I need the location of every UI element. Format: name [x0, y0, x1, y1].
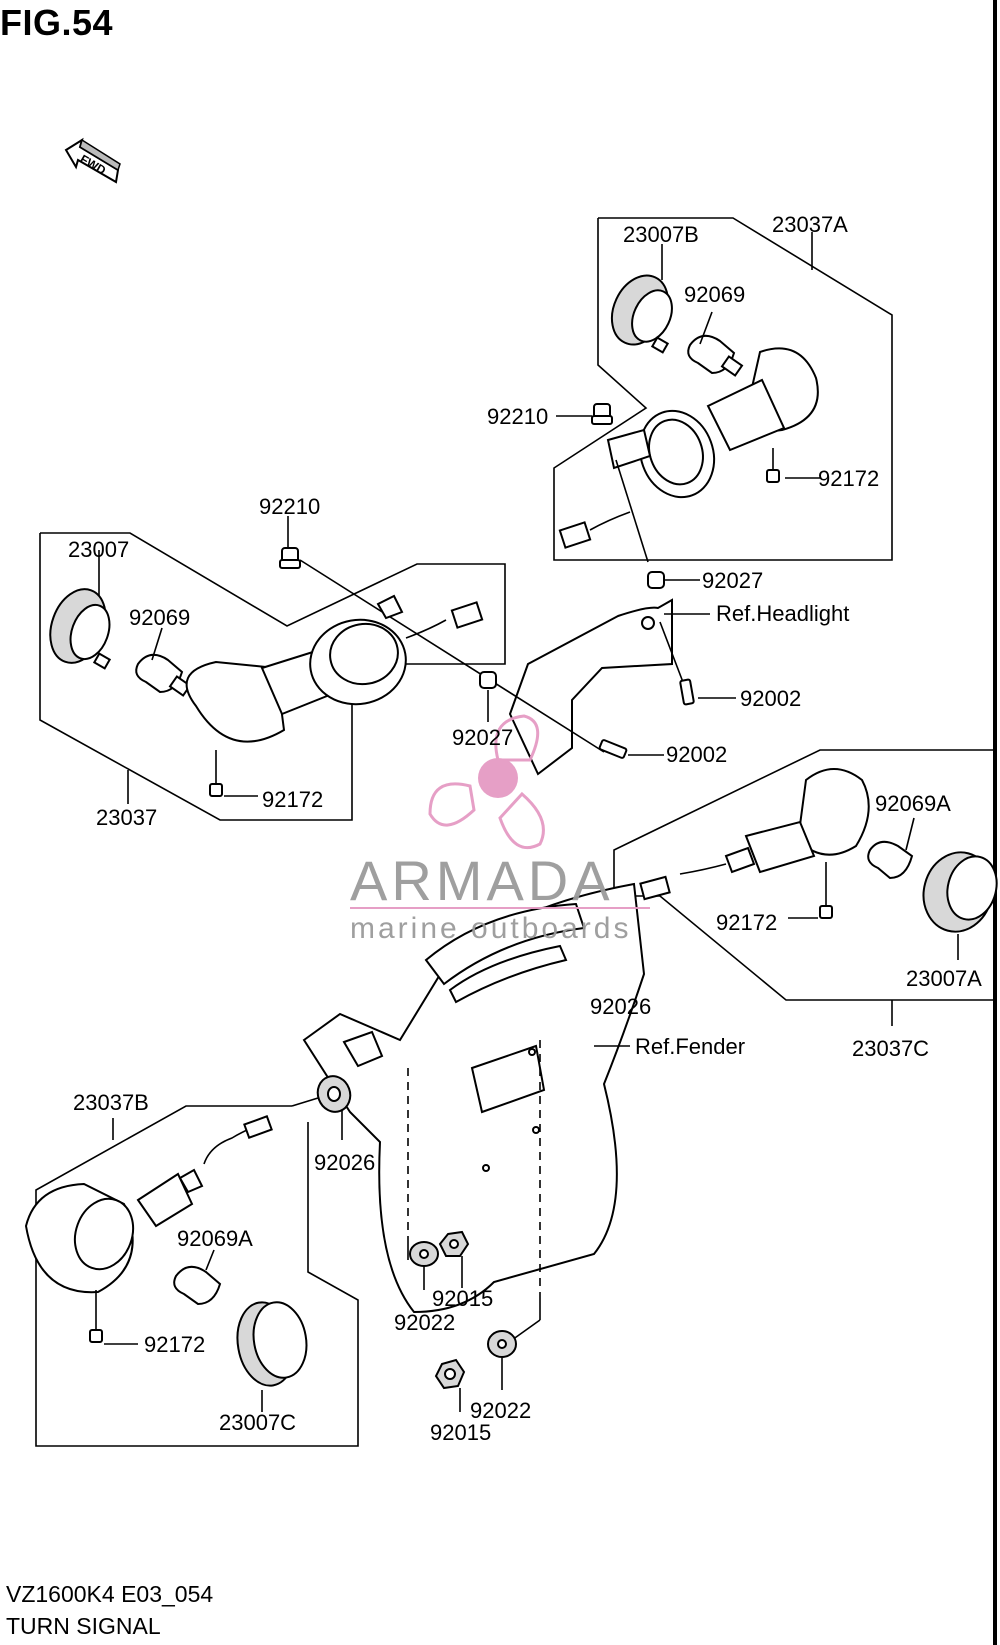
washer-92022-b — [487, 1330, 517, 1358]
nut-92210-top — [591, 403, 613, 425]
figure-title: FIG.54 — [0, 2, 114, 43]
forward-arrow-icon: FWD — [64, 137, 121, 184]
signal-body-left — [185, 594, 484, 743]
label-92069-top: 92069 — [684, 282, 745, 307]
diagram-name: TURN SIGNAL — [6, 1613, 161, 1639]
label-23007: 23007 — [68, 537, 129, 562]
lens-23007C — [236, 1301, 308, 1387]
nut-92015-a — [438, 1230, 470, 1257]
screw-92172-bl — [89, 1290, 103, 1343]
bulb-92069A-left — [173, 1265, 222, 1306]
label-23037: 23037 — [96, 805, 157, 830]
label-92210-left: 92210 — [259, 494, 320, 519]
propeller-logo-icon — [428, 714, 545, 850]
turn-signal-assembly-front-left — [39, 516, 506, 821]
label-92069-left: 92069 — [129, 605, 190, 630]
label-92027-mid: 92027 — [452, 725, 513, 750]
screw-92172-top — [766, 448, 780, 483]
label-92210-top: 92210 — [487, 404, 548, 429]
label-92172-left: 92172 — [262, 787, 323, 812]
bolt-92002-b — [598, 739, 628, 759]
label-92026-left: 92026 — [314, 1150, 375, 1175]
lens-23007A — [922, 851, 998, 933]
turn-signal-assembly-front-right — [553, 217, 893, 563]
lens-23007B — [610, 274, 673, 354]
page-edge-border — [993, 0, 997, 1645]
label-23007A: 23007A — [906, 966, 982, 991]
label-92172-right: 92172 — [716, 910, 777, 935]
spacer-92027-mid — [479, 671, 497, 689]
screw-92172-right — [819, 862, 833, 919]
label-23007C: 23007C — [219, 1410, 296, 1435]
label-ref-headlight: Ref.Headlight — [716, 601, 849, 626]
label-92026-right: 92026 — [590, 994, 651, 1019]
bulb-92069-left — [135, 653, 192, 697]
label-92172-top: 92172 — [818, 466, 879, 491]
grommet-92026-left — [316, 1075, 352, 1113]
bulb-92069-top — [687, 334, 744, 377]
callout-labels: 23007B 23037A 92069 92210 92172 92027 Re… — [68, 212, 982, 1445]
screw-92172-left — [209, 750, 223, 797]
label-92015-a: 92015 — [432, 1286, 493, 1311]
lens-23007 — [49, 588, 112, 670]
label-92015-b: 92015 — [430, 1420, 491, 1445]
label-92069A-right: 92069A — [875, 791, 951, 816]
signal-body-bl — [24, 1115, 273, 1294]
label-23037A: 23037A — [772, 212, 848, 237]
label-92002-b: 92002 — [666, 742, 727, 767]
signal-body-right — [639, 768, 870, 901]
label-92022-a: 92022 — [394, 1310, 455, 1335]
diagram-code: VZ1600K4 E03_054 — [6, 1581, 214, 1607]
bolt-92002-a — [679, 678, 695, 706]
armada-watermark: ARMADA marine outboards — [350, 714, 650, 945]
bulb-92069A-right — [867, 840, 914, 880]
turn-signal-assembly-rear-left — [24, 1075, 359, 1447]
label-92002-a: 92002 — [740, 686, 801, 711]
rear-fender — [302, 882, 646, 1412]
label-23007B: 23007B — [623, 222, 699, 247]
nut-92015-b — [434, 1358, 466, 1390]
headlight-bracket — [299, 559, 736, 776]
washer-92022-a — [409, 1241, 439, 1267]
signal-body-top — [558, 347, 819, 549]
nut-92210-left — [279, 547, 301, 569]
label-92172-bl: 92172 — [144, 1332, 205, 1357]
label-ref-fender: Ref.Fender — [635, 1034, 745, 1059]
label-92022-b: 92022 — [470, 1398, 531, 1423]
label-23037C: 23037C — [852, 1036, 929, 1061]
watermark-tagline: marine outboards — [350, 912, 631, 945]
label-23037B: 23037B — [73, 1090, 149, 1115]
watermark-brand: ARMADA — [350, 849, 614, 912]
label-92069A-left: 92069A — [177, 1226, 253, 1251]
label-92027-top: 92027 — [702, 568, 763, 593]
